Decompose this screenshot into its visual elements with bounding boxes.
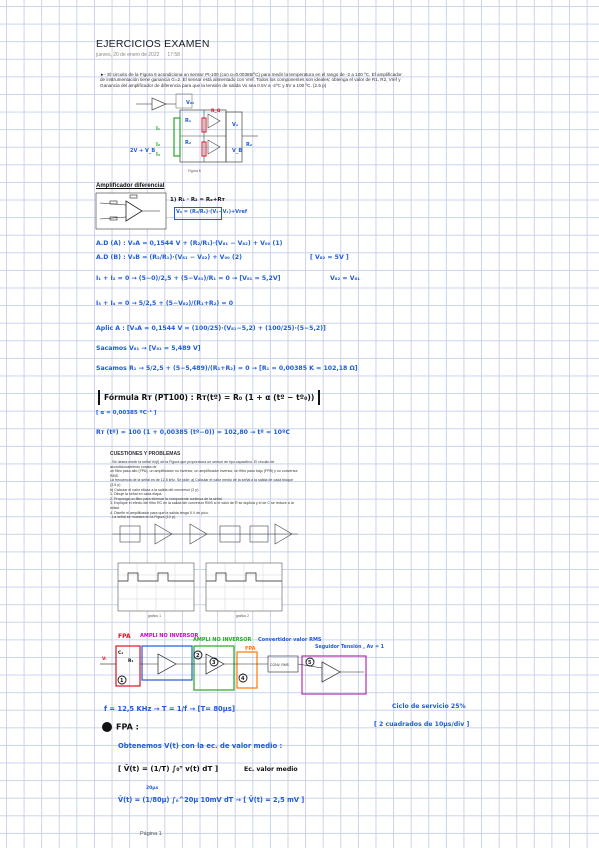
- ia-label: I₁: [156, 126, 160, 132]
- rg-label: R_G: [211, 108, 221, 114]
- ib-label: I₂: [156, 142, 160, 148]
- scope-a-caption: grafico 1: [148, 614, 161, 618]
- ex1-vr2-label: V₈₂ = V₈₁: [330, 275, 360, 282]
- r1-label: R₁: [128, 658, 133, 664]
- r2-label: R₂: [246, 142, 252, 148]
- mean-label: Ec. valor medio: [244, 766, 298, 773]
- page-time: 17:58: [167, 52, 180, 58]
- duty-line-1: Ciclo de servicio 25%: [392, 703, 466, 710]
- ex1-pt100-formula: Fórmula Rᴛ (PT100) : Rᴛ(tº) = R₀ (1 + α …: [98, 390, 321, 405]
- mean-formula: [ V̄(t) = (1/T) ∫₀ᵀ v(t) dT ]: [118, 764, 219, 773]
- rz-label: R₂: [185, 140, 191, 146]
- fpa2-label: FPA: [245, 646, 256, 652]
- exercise2-block-diagram: [112, 523, 298, 545]
- node-4: 4: [241, 676, 245, 682]
- ex1-result-line: Rᴛ (tº) = 100 (1 + 0,00385 (tº−0)) = 102…: [96, 429, 290, 436]
- ex1-line-i3i4: I₃ + I₄ = 0 → 5/2,5 + (5−V₈₂)/(R₁+R₂) = …: [96, 300, 234, 307]
- exercise1-statement: ►- El circuito de la Figura 6 acondicion…: [100, 72, 402, 88]
- ampli1-label: AMPLI NO INVERSOR: [140, 633, 199, 639]
- seguidor-label: Seguidor Tensión , Av = 1: [315, 645, 385, 650]
- fpa-label: FPA: [118, 633, 131, 640]
- vb-label: V_B: [232, 148, 242, 154]
- ex1-alpha-label: [ α = 0,00385 ºC⁻¹ ]: [96, 410, 157, 416]
- exercise2-statement: - Se desea medir la señal Vo(t) de la Fi…: [110, 460, 298, 520]
- formula-box: [174, 207, 222, 220]
- ex1-line-aplic-a: Aplic A : [V₀A = 0,1544 V = (100/25)·(V₈…: [96, 325, 326, 332]
- ex1-line-i1i2: I₁ + I₂ = 0 → (5−0)/2,5 + (5−V₈₁)/R₁ = 0…: [96, 275, 281, 282]
- step1-label: 1) R₁ · R₂ = Rₒ+Rᴛ: [170, 197, 225, 203]
- exercise2-title: CUESTIONES Y PROBLEMAS: [110, 451, 181, 457]
- diff-amp-heading: Amplificador diferencial: [96, 183, 165, 189]
- mean-result: V̄(t) = (1/80µ) ∫₀^20µ 10mV dT → [ V̄(t)…: [118, 796, 305, 804]
- step1-fpa-label: FPA :: [102, 722, 139, 732]
- node-1: 1: [120, 678, 124, 684]
- conv-label: Convertidor valor RMS: [258, 637, 322, 643]
- formula-box-text: V₀ = (R₂/R₁)·(V₂−V₁)+Vref: [176, 209, 248, 215]
- va-label: Vₐ: [232, 122, 239, 128]
- ex1-line-ad-b: A.D (B) : V₀B = (R₂/R₁)·(V₈₁ − V₈₂) + V₀…: [96, 254, 243, 261]
- ex1-line-r1: Sacamos R₁ → 5/2,5 + (5−5,489)/(R₁+R₂) =…: [96, 365, 358, 372]
- c1-label: C₁: [118, 650, 123, 656]
- scope-b-caption: grafico 2: [236, 614, 249, 618]
- iz-label: I₃: [156, 152, 160, 158]
- freq-line: f = 12,5 KHz → T = 1/f → [T= 80µs]: [104, 705, 235, 713]
- diff-amp-sketch: [95, 192, 167, 230]
- rms-box-label: CONV. RMS: [270, 663, 290, 667]
- vout-label: V₀₁: [186, 100, 194, 106]
- node-5: 5: [308, 660, 312, 666]
- exercise1-circuit-diagram: V₀₁ R₁ R_G R₂ I₁ I₂ I₃ Vₐ V_B 2V + V_B R…: [130, 93, 258, 173]
- handwritten-block-diagram: 1 2 3 4 5 C₁ R₁ CONV. RMS Vᵢ: [100, 645, 367, 695]
- ex1-line-ad-a: A.D (A) : V₀A = 0,1544 V + (R₂/R₁)·(V₈₁ …: [96, 240, 283, 247]
- node-3: 3: [212, 660, 216, 666]
- page-title: EJERCICIOS EXAMEN: [96, 38, 210, 50]
- integral-upper-limit: 20µs: [146, 786, 159, 791]
- step1-number-icon: [102, 722, 112, 732]
- node-2: 2: [196, 653, 200, 659]
- duty-line-2: [ 2 cuadrados de 10µs/div ]: [374, 721, 470, 728]
- rx-label: R₁: [185, 118, 191, 124]
- obtain-line: Obtenemos V(t) con la ec. de valor medio…: [118, 742, 283, 750]
- scope-graph-2: grafico 2: [205, 562, 283, 618]
- scope-graph-1: grafico 1: [117, 562, 195, 618]
- figure6-caption: Figura 6: [188, 169, 201, 173]
- ex1-vr-label: [ V₈₂ = 5V ]: [310, 254, 349, 261]
- page-footer: Página 1: [140, 831, 162, 837]
- vi-label: Vᵢ: [102, 656, 106, 662]
- ex1-line-vb1: Sacamos V₈₁ → [V₈₁ = 5,489 V]: [96, 345, 201, 352]
- vdc-label: 2V + V_B: [130, 148, 155, 154]
- ampli2-label: AMPLI NO INVERSOR: [193, 637, 252, 643]
